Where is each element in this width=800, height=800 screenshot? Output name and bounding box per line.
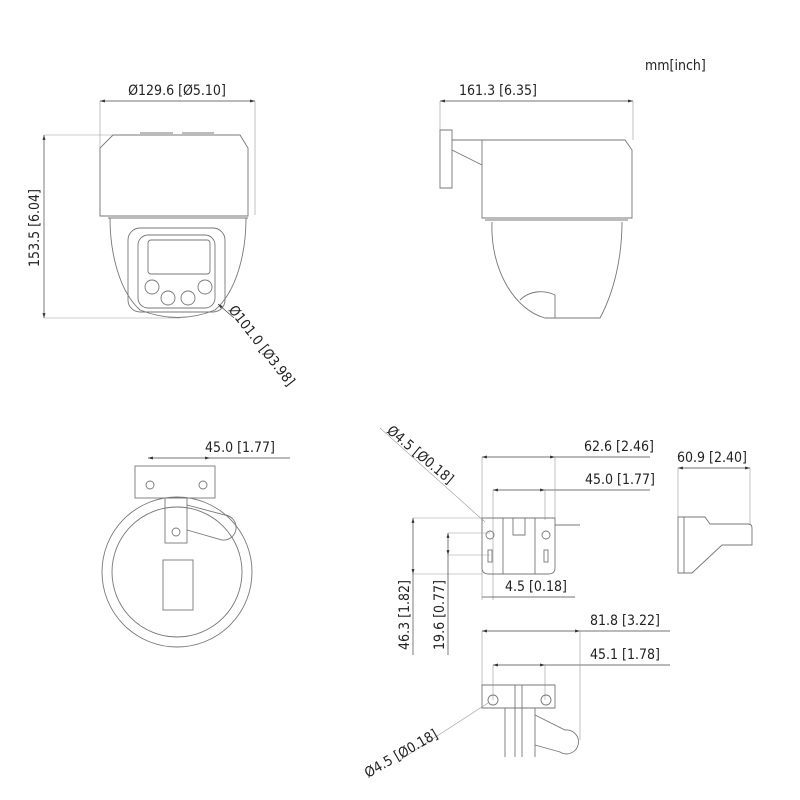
module-diameter-label: Ø101.0 [Ø3.98] <box>225 303 298 390</box>
bracket-width-label: 62.6 [2.46] <box>584 439 654 455</box>
bracket-length-label: 81.8 [3.22] <box>590 613 660 629</box>
bracket-depth-label: 60.9 [2.40] <box>677 450 747 466</box>
bracket-hole-diameter-label: Ø4.5 [Ø0.18] <box>383 423 456 488</box>
bracket-bottom-hole-spacing-label: 45.1 [1.78] <box>590 647 660 663</box>
camera-front-view: Ø129.6 [Ø5.10] 153.5 [6.04] Ø101.0 [Ø3.9… <box>27 83 298 389</box>
bottom-hole-spacing-label: 45.0 [1.77] <box>205 440 275 456</box>
bracket-height-label: 46.3 [1.82] <box>397 580 413 650</box>
units-label: mm[inch] <box>645 58 706 74</box>
side-depth-label: 161.3 [6.35] <box>459 83 537 99</box>
bracket-side-view: 60.9 [2.40] <box>677 450 753 574</box>
bracket-bottom-hole-diameter-label: Ø4.5 [Ø0.18] <box>362 727 441 782</box>
bracket-slot-offset-label: 4.5 [0.18] <box>505 579 567 595</box>
camera-side-view: 161.3 [6.35] <box>439 83 634 319</box>
front-width-label: Ø129.6 [Ø5.10] <box>128 83 226 99</box>
bracket-slot-height-label: 19.6 [0.77] <box>432 580 448 650</box>
front-height-label: 153.5 [6.04] <box>27 189 43 267</box>
bracket-hole-spacing-label: 45.0 [1.77] <box>585 472 655 488</box>
camera-bottom-view: 45.0 [1.77] <box>101 440 290 648</box>
